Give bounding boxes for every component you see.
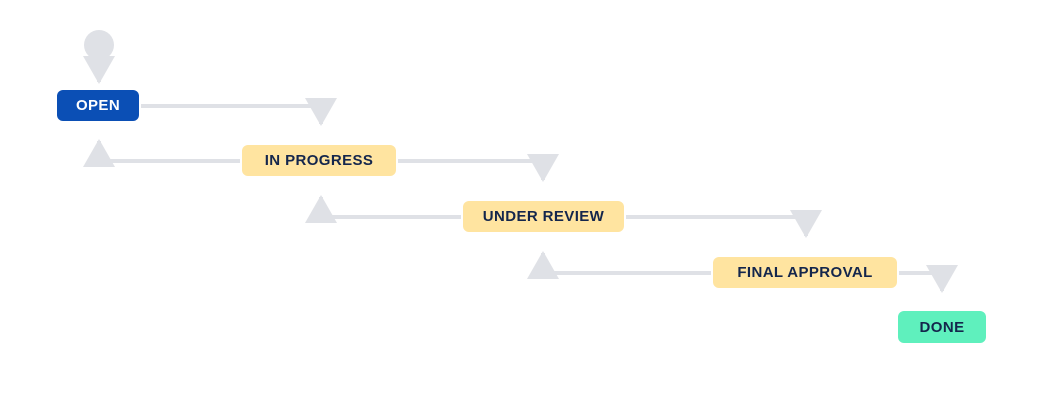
status-badge-final-approval[interactable]: FINAL APPROVAL xyxy=(713,257,897,288)
status-badge-in-progress-label: IN PROGRESS xyxy=(264,152,374,169)
connector-under-review-to-in-progress xyxy=(305,195,461,223)
connector-in-progress-to-under-review xyxy=(398,154,559,182)
connector-final-approval-to-done xyxy=(899,265,958,293)
connector-final-approval-to-under-review xyxy=(527,251,711,279)
status-badge-done[interactable]: DONE xyxy=(898,311,986,343)
status-badge-under-review[interactable]: UNDER REVIEW xyxy=(463,201,624,232)
status-badge-in-progress[interactable]: IN PROGRESS xyxy=(242,145,396,176)
connector-open-to-in-progress xyxy=(141,98,337,126)
status-badge-under-review-label: UNDER REVIEW xyxy=(482,208,605,225)
start-node-circle xyxy=(84,30,114,60)
status-badge-open-label: OPEN xyxy=(75,97,121,114)
status-badge-open[interactable]: OPEN xyxy=(57,90,139,121)
connector-in-progress-to-open xyxy=(83,139,240,167)
connector-under-review-to-final-approval xyxy=(626,210,822,238)
status-badge-done-label: DONE xyxy=(919,318,965,336)
status-badge-final-approval-label: FINAL APPROVAL xyxy=(737,264,873,281)
